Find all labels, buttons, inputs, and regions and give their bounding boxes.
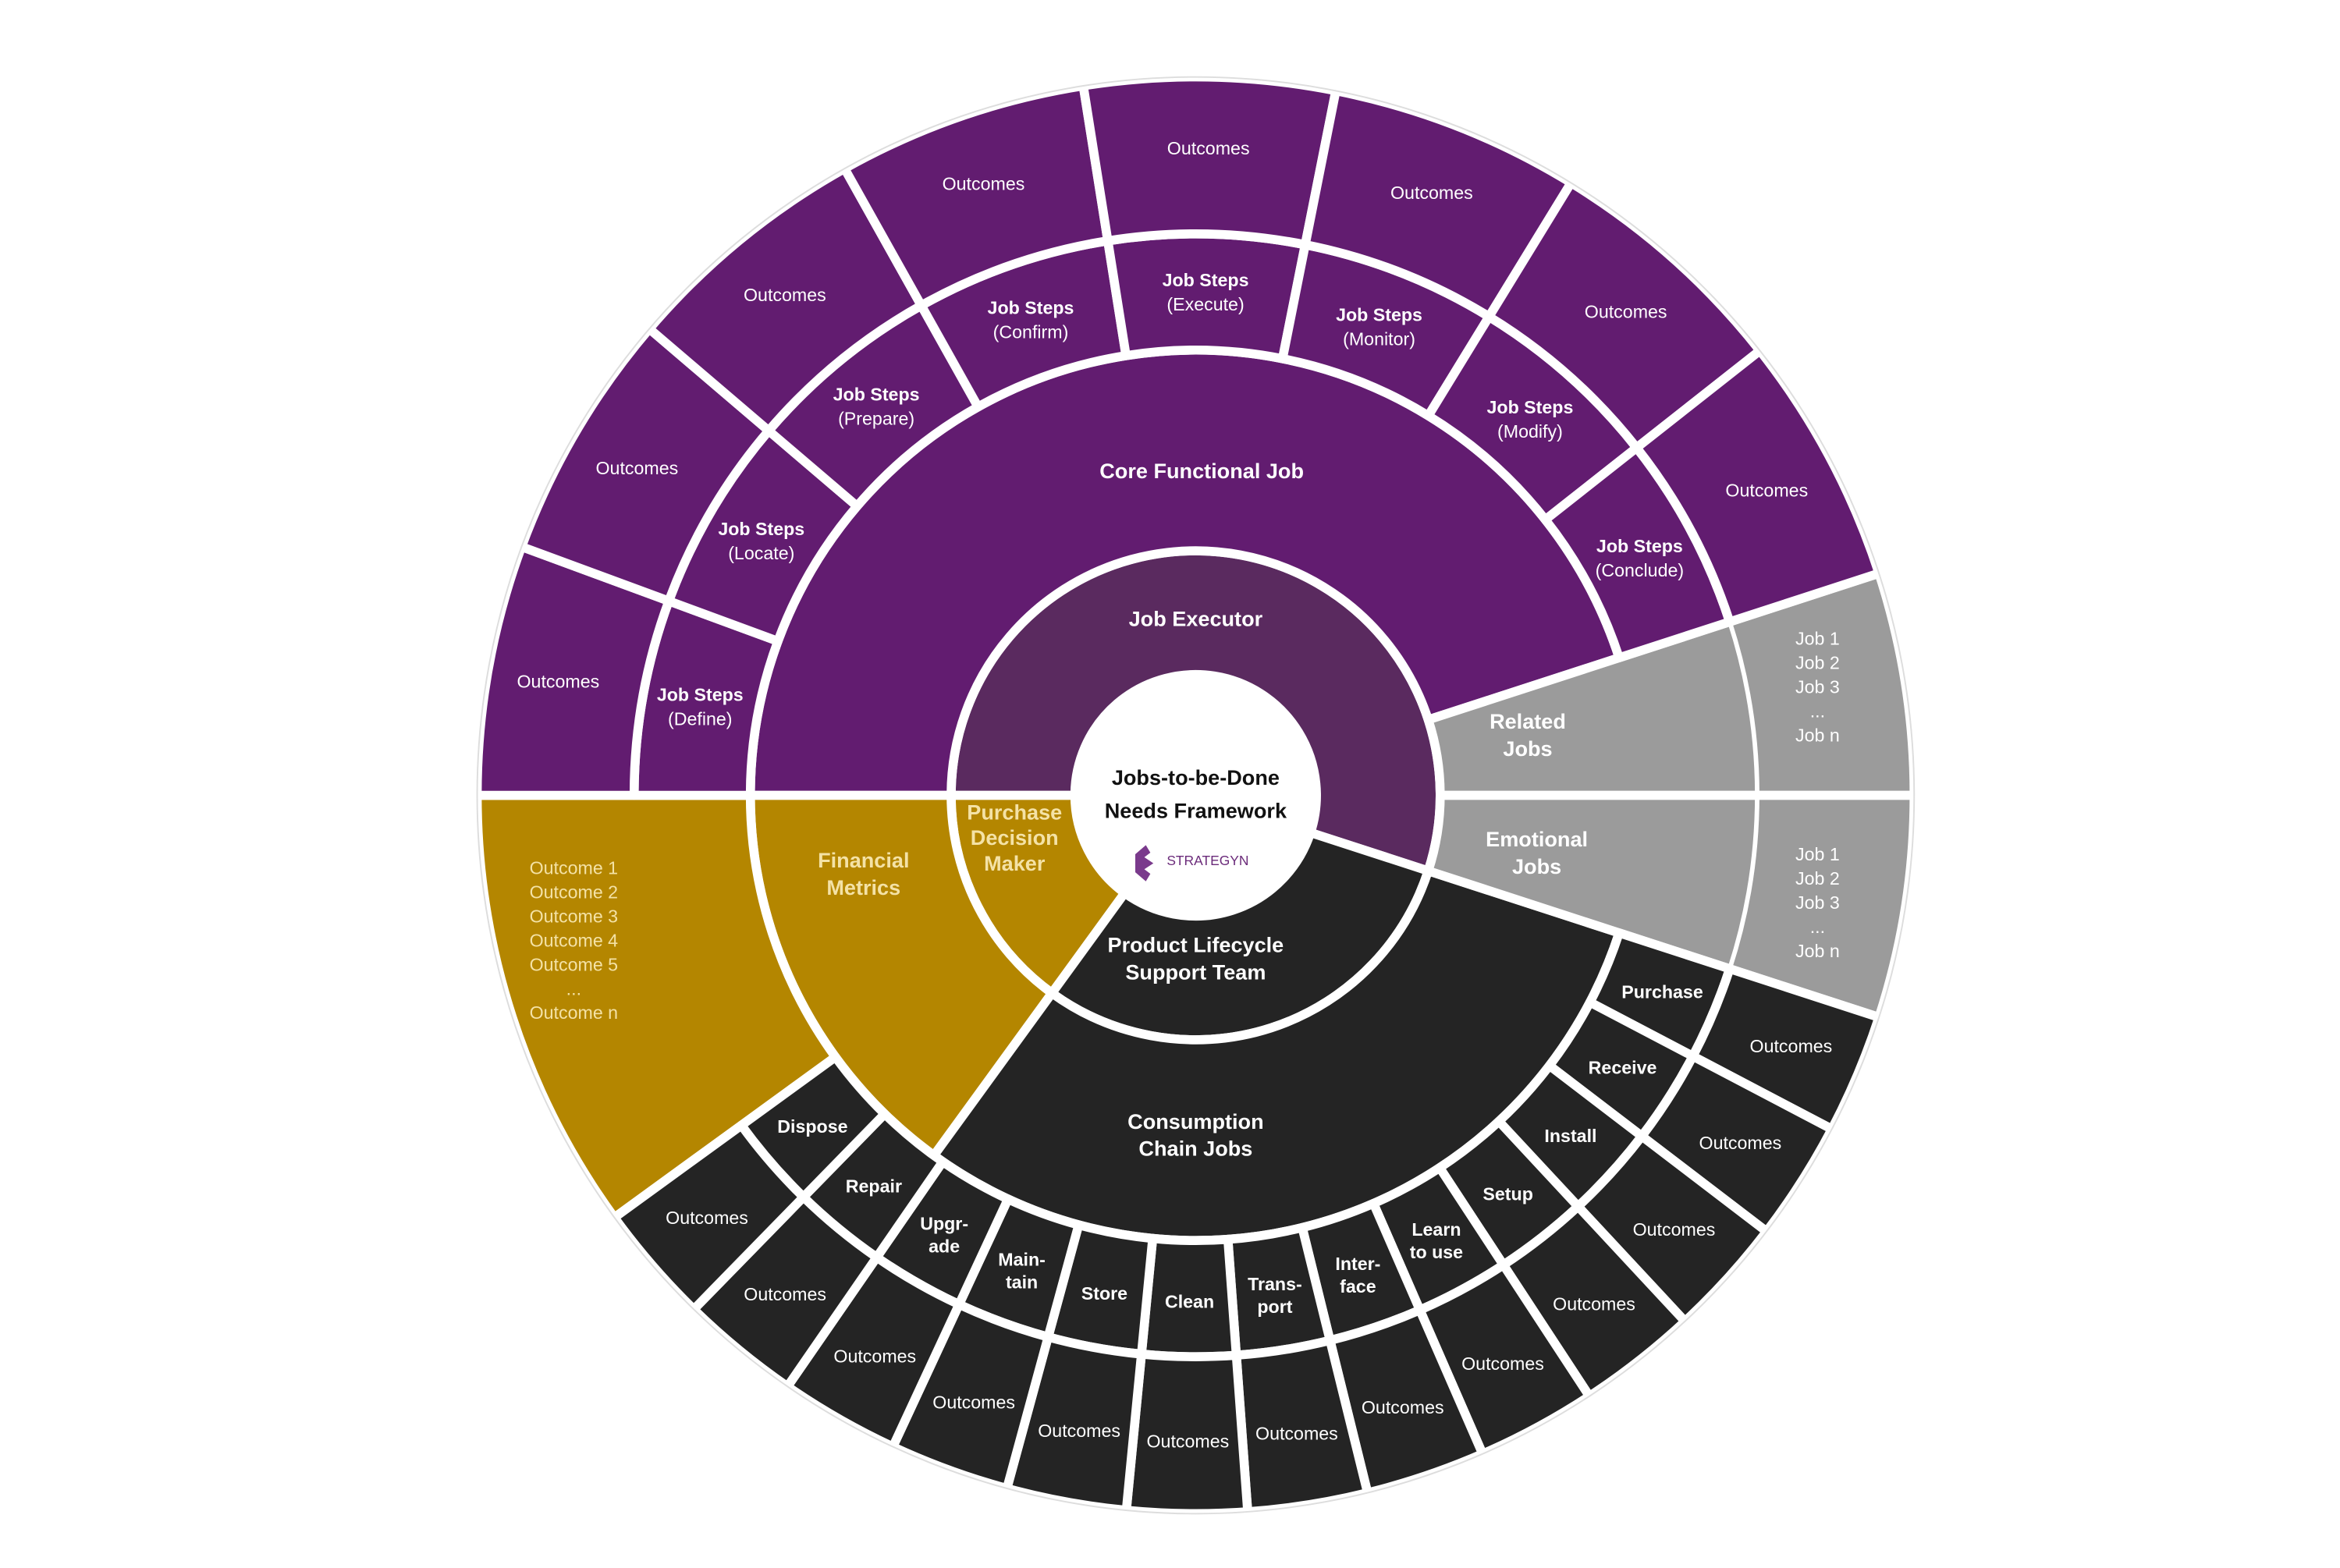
job-steps-label: Job Steps(Locate) <box>718 519 804 563</box>
job-steps-label: Job Steps(Modify) <box>1487 397 1574 442</box>
outcomes-label: Outcomes <box>1167 138 1250 158</box>
job-steps-label: Job Steps(Define) <box>657 685 744 729</box>
outcomes-label: Outcomes <box>517 672 600 692</box>
consumption-step-label: Store <box>1081 1283 1127 1304</box>
consumption-step-label: Setup <box>1482 1184 1532 1204</box>
outcomes-label: Outcomes <box>1038 1421 1120 1441</box>
consumption-step-label: Receive <box>1589 1058 1657 1078</box>
consumption-step-label: Dispose <box>777 1116 847 1137</box>
outcomes-label: Outcomes <box>1362 1397 1444 1417</box>
strategyn-logo-text: STRATEGYN <box>1166 853 1248 868</box>
consumption-step-label: Main-tain <box>998 1250 1046 1293</box>
outcomes-label: Outcomes <box>1699 1133 1782 1153</box>
outcomes-label: Outcomes <box>666 1208 748 1228</box>
job-steps-label: Job Steps(Prepare) <box>833 384 920 428</box>
gray-column-divider <box>1727 621 1759 970</box>
strategyn-logo-icon <box>1135 845 1154 882</box>
consumption-step-label: Repair <box>846 1176 902 1197</box>
job-steps-label: Job Steps(Execute) <box>1163 270 1249 314</box>
job-executor-label: Job Executor <box>1129 607 1263 631</box>
consumption-step-label: Clean <box>1165 1292 1214 1312</box>
outcomes-label: Outcomes <box>1633 1219 1716 1240</box>
outcomes-label: Outcomes <box>943 174 1025 194</box>
outcomes-label: Outcomes <box>1750 1036 1833 1056</box>
outcomes-label: Outcomes <box>1147 1431 1230 1452</box>
outcomes-label: Outcomes <box>833 1346 916 1366</box>
core-functional-job-label: Core Functional Job <box>1099 459 1304 483</box>
wheel-segments <box>472 72 1919 1519</box>
job-steps-label: Job Steps(Monitor) <box>1336 304 1422 349</box>
outcomes-label: Outcomes <box>744 285 826 305</box>
job-steps-label: Job Steps(Conclude) <box>1596 536 1685 580</box>
outcomes-label: Outcomes <box>596 458 679 478</box>
outcomes-label: Outcomes <box>1585 301 1667 321</box>
consumption-step-label: Upgr-ade <box>920 1214 968 1257</box>
job-steps-outcomes-segment <box>1078 72 1340 250</box>
outcomes-label: Outcomes <box>1255 1423 1338 1443</box>
consumption-step-label: Install <box>1544 1126 1596 1146</box>
job-steps-label: Job Steps(Confirm) <box>988 298 1074 342</box>
outcomes-label: Outcomes <box>744 1284 826 1304</box>
outcomes-label: Outcomes <box>1725 480 1808 500</box>
outer-rim <box>476 76 1916 1515</box>
outcomes-label: Outcomes <box>1390 183 1473 203</box>
consumption-step-label: Trans-port <box>1248 1274 1302 1317</box>
consumption-step-label: Inter-face <box>1335 1254 1380 1297</box>
outcomes-label: Outcomes <box>932 1392 1015 1412</box>
outcomes-label: Outcomes <box>1553 1293 1635 1314</box>
outcomes-label: Outcomes <box>1461 1353 1544 1374</box>
consumption-step-label: Purchase <box>1621 982 1703 1002</box>
